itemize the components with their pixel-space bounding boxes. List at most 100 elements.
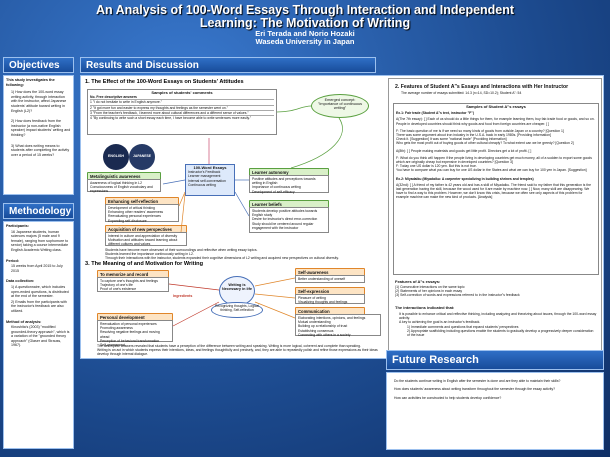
feature-item: (1) Consecutive interactions on the same… <box>395 285 465 289</box>
english-circle <box>103 144 129 170</box>
auto-item: Importance of continuous writing <box>252 185 301 190</box>
objectives-heading: Objectives <box>3 57 74 73</box>
ex1-line: F: What do you think will happen if the … <box>396 155 592 165</box>
interactions-list: It is possible to enhance critical and r… <box>399 312 597 337</box>
memorize-item: Trajectory of one's life <box>100 283 133 288</box>
objective-item: 1) How does the 100-word essay writing a… <box>11 90 67 113</box>
comm-item: Mutual understanding <box>298 320 331 325</box>
ingredients-label: Ingredients <box>173 294 193 298</box>
memorize-item: Proof of one's existence <box>100 287 137 292</box>
comment-row: 2 "It got more fun and easier to express… <box>90 104 274 110</box>
notes-subsection-1: Students have become more observant of t… <box>105 248 379 261</box>
auto-item: Positive attitudes and perceptions towar… <box>252 177 316 186</box>
memorize-box: To capture one's thoughts and feelings T… <box>97 277 169 292</box>
selfaware-item: Better understanding of oneself <box>298 277 346 281</box>
period-text: 15 weeks from April 2015 to July 2015 <box>11 264 63 273</box>
title-line-1: An Analysis of 100-Word Essays Through I… <box>95 3 515 17</box>
subsection-3-title: 3. The Meaning of and Motivation for Wri… <box>85 261 203 267</box>
participants-text: 16 Japanese students, human sciences maj… <box>11 229 69 252</box>
objectives-panel: This study investigates the following: 1… <box>3 75 74 195</box>
writing-sub-text: Recognizing thoughts, Logical thinking, … <box>215 304 259 312</box>
emerged-concept-oval <box>311 94 369 118</box>
comment-header: No. Free descriptive answers <box>90 95 137 100</box>
note-item: Students learned the importance continuo… <box>105 252 194 257</box>
personal-item: Reevaluation of personal experiences <box>100 322 157 326</box>
metalinguistic-box: Awareness of logical thinking in L2 Cons… <box>87 179 161 194</box>
note-item: Students have become more observant of t… <box>105 248 258 252</box>
communication-box: Elaborating intentions, opinions, and fe… <box>295 314 381 337</box>
personal-item: Self-assessment <box>100 343 126 348</box>
subsection-2-title: 2. Features of Student A"s Essays and In… <box>395 84 569 90</box>
center-essays-box: 100-Word Essays Instructor's Feedback Le… <box>185 164 235 196</box>
diagram-arrows <box>162 105 343 327</box>
method-text: Kinoshita's (2003) "modified grounded-th… <box>11 325 70 348</box>
self-awareness-box: Better understanding of oneself <box>295 275 365 283</box>
objectives-intro: This study investigates the following: <box>6 78 55 87</box>
affiliation: Waseda University in Japan <box>255 37 355 46</box>
methodology-panel: Participants: 16 Japanese students, huma… <box>3 221 74 449</box>
period-title: Period: <box>6 258 20 263</box>
center-essays-title: 100-Word Essays <box>193 165 227 170</box>
learner-autonomy-box: Positive attitudes and perceptions towar… <box>249 175 329 194</box>
acquisition-box: Interest in culture and appreciation of … <box>105 232 187 246</box>
meta-item: Consciousness of English vocabulary and … <box>90 185 153 194</box>
subsection-1-title: 1. The Effect of the 100-Word Essays on … <box>85 79 244 85</box>
features-title: Features of A"s essays: <box>395 279 441 284</box>
center-item: Continuous writing <box>188 182 216 187</box>
future-item: Do the students continue writing in Engl… <box>394 379 561 383</box>
comm-item: Connecting with others in a society <box>298 332 351 337</box>
self-reflection-box: Development of critical thinking Enhanci… <box>105 204 179 223</box>
meta-item: Awareness of logical thinking in L2 <box>90 181 142 185</box>
data-collection-item: 1) A questionnaire, which includes open-… <box>11 284 69 299</box>
personal-item: Perception of behavioral transformation <box>100 338 160 343</box>
results-heading: Results and Discussion <box>80 57 376 73</box>
ex1-line: You have to compare what you can buy for… <box>396 168 587 173</box>
note-item: The descriptive answers revealed that st… <box>97 344 361 348</box>
comment-row: 3 "From the teacher's feedback, I learne… <box>90 109 274 115</box>
center-item: Internal self-conversation <box>188 178 226 183</box>
samples-box: Samples of Student A"s essays Ex.1: Fair… <box>393 103 599 275</box>
ex1-line: Check it. [Suggestion] It was some "nati… <box>396 137 507 142</box>
emerged-concept-text: Emerged concept: "Importance of continuo… <box>318 98 362 110</box>
ex2-label: Ex.2: Miyadaiku (Miyadaiku: A carpenter … <box>396 176 534 181</box>
comment-row: 1 "I do not hesitate to write in English… <box>90 99 274 104</box>
learner-beliefs-box: Students develop positive attitudes towa… <box>249 207 329 233</box>
ex1-line: F: The basic question of me is if we nee… <box>396 128 564 133</box>
writing-center-text: Writing is Necessary in life <box>222 283 252 291</box>
japanese-label: JAPANESE <box>132 154 152 158</box>
subsection-2-note: The average number of essays submitted: … <box>401 91 522 95</box>
personal-item: Resolving negative feelings and moving a… <box>100 330 160 339</box>
note-item: Writing is an act in which students expr… <box>97 348 378 357</box>
interaction-item: 2) Appropriate scaffolding including que… <box>407 328 594 338</box>
interaction-item: 1) Immediate comments and questions that… <box>407 324 519 329</box>
participants-title: Participants: <box>6 224 29 228</box>
ex1-line: F: Today one US dollar is 120 yen. But t… <box>396 164 477 169</box>
methodology-heading: Methodology <box>3 203 74 219</box>
objective-item: 2) How does feedback from the instructor… <box>11 119 71 137</box>
selfref-item: Expanding self-disclosure <box>108 218 147 223</box>
method-title: Method of analysis: <box>6 319 42 324</box>
title-line-2: Learning: The Motivation of Writing <box>199 16 411 30</box>
selfref-item: Enhancing other readers' awareness <box>108 210 164 215</box>
samples-title: Samples of Student A"s essays <box>466 104 526 109</box>
comm-item: Establishing consensus <box>298 328 334 333</box>
feature-item: (3) Self-correction of words and express… <box>395 293 520 298</box>
english-label: ENGLISH <box>108 154 124 158</box>
center-item: Instructor's Feedback <box>188 170 221 175</box>
features-list: (1) Consecutive interactions on the same… <box>395 285 599 298</box>
personal-item: Promoting awareness <box>100 326 133 331</box>
ex1-line: A(The 7th essay): [ ] Each of us should … <box>396 117 595 126</box>
future-research-panel: Do the students continue writing in Engl… <box>386 372 604 450</box>
selfref-item: Reevaluating personal experiences <box>108 214 161 219</box>
data-collection-item: 2) Emails from the participants with the… <box>11 299 67 313</box>
selfexp-item: Pleasure of writing <box>298 296 326 300</box>
ex1-line: There was some argument about iron indus… <box>396 133 551 138</box>
memorize-item: To capture one's thoughts and feelings <box>100 279 158 283</box>
future-research-heading: Future Research <box>386 350 604 370</box>
future-item: How does students' awareness about writi… <box>394 387 556 392</box>
interaction-item: It is possible to enhance critical and r… <box>399 312 597 321</box>
japanese-circle <box>129 144 155 170</box>
ex1-label: Ex.1: Fair trade (Student A"s text, inst… <box>396 111 474 116</box>
interactions-title: The interactions indicated that: <box>395 305 455 310</box>
interaction-item: A key to achieving the goal is an instru… <box>399 320 481 325</box>
